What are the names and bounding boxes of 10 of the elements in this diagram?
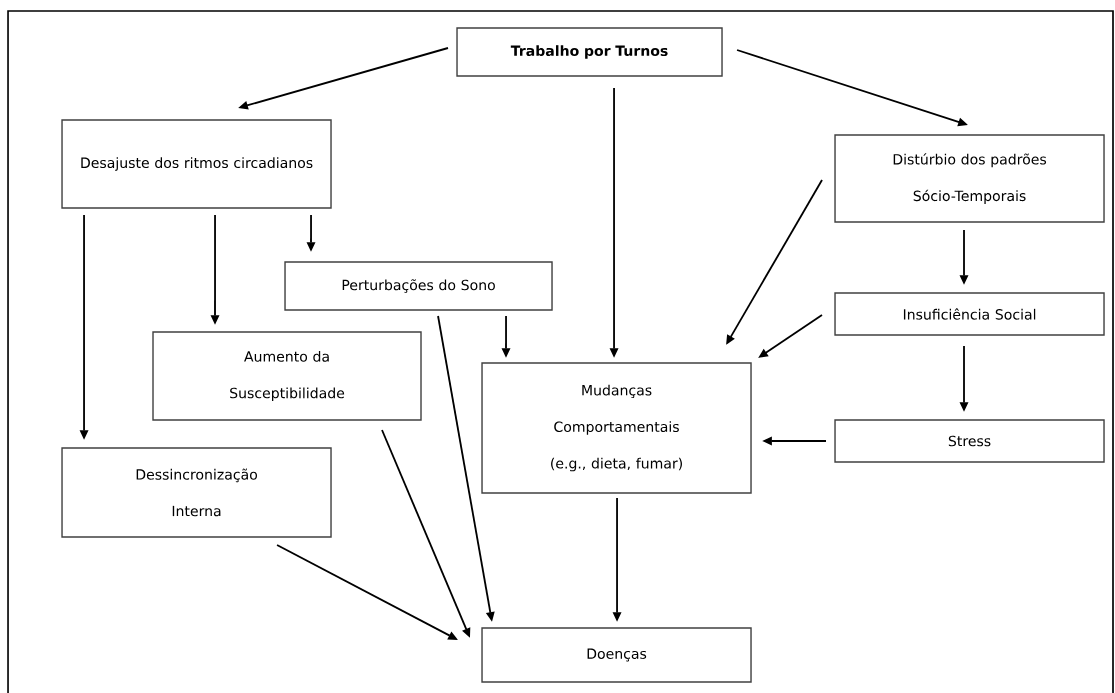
process-box: Distúrbio dos padrões Sócio-Temporais	[834, 134, 1105, 223]
process-box: Perturbações do Sono	[284, 261, 553, 311]
process-box: Insuficiência Social	[834, 292, 1105, 336]
process-box: Mudanças Comportamentais (e.g., dieta, fumar)	[481, 362, 752, 494]
process-box: Doenças	[481, 627, 752, 683]
process-box: Dessincronização Interna	[61, 447, 332, 538]
process-box: Stress	[834, 419, 1105, 463]
process-box: Aumento da Susceptibilidade	[152, 331, 422, 421]
process-box: Desajuste dos ritmos circadianos	[61, 119, 332, 209]
process-box: Trabalho por Turnos	[456, 27, 723, 77]
